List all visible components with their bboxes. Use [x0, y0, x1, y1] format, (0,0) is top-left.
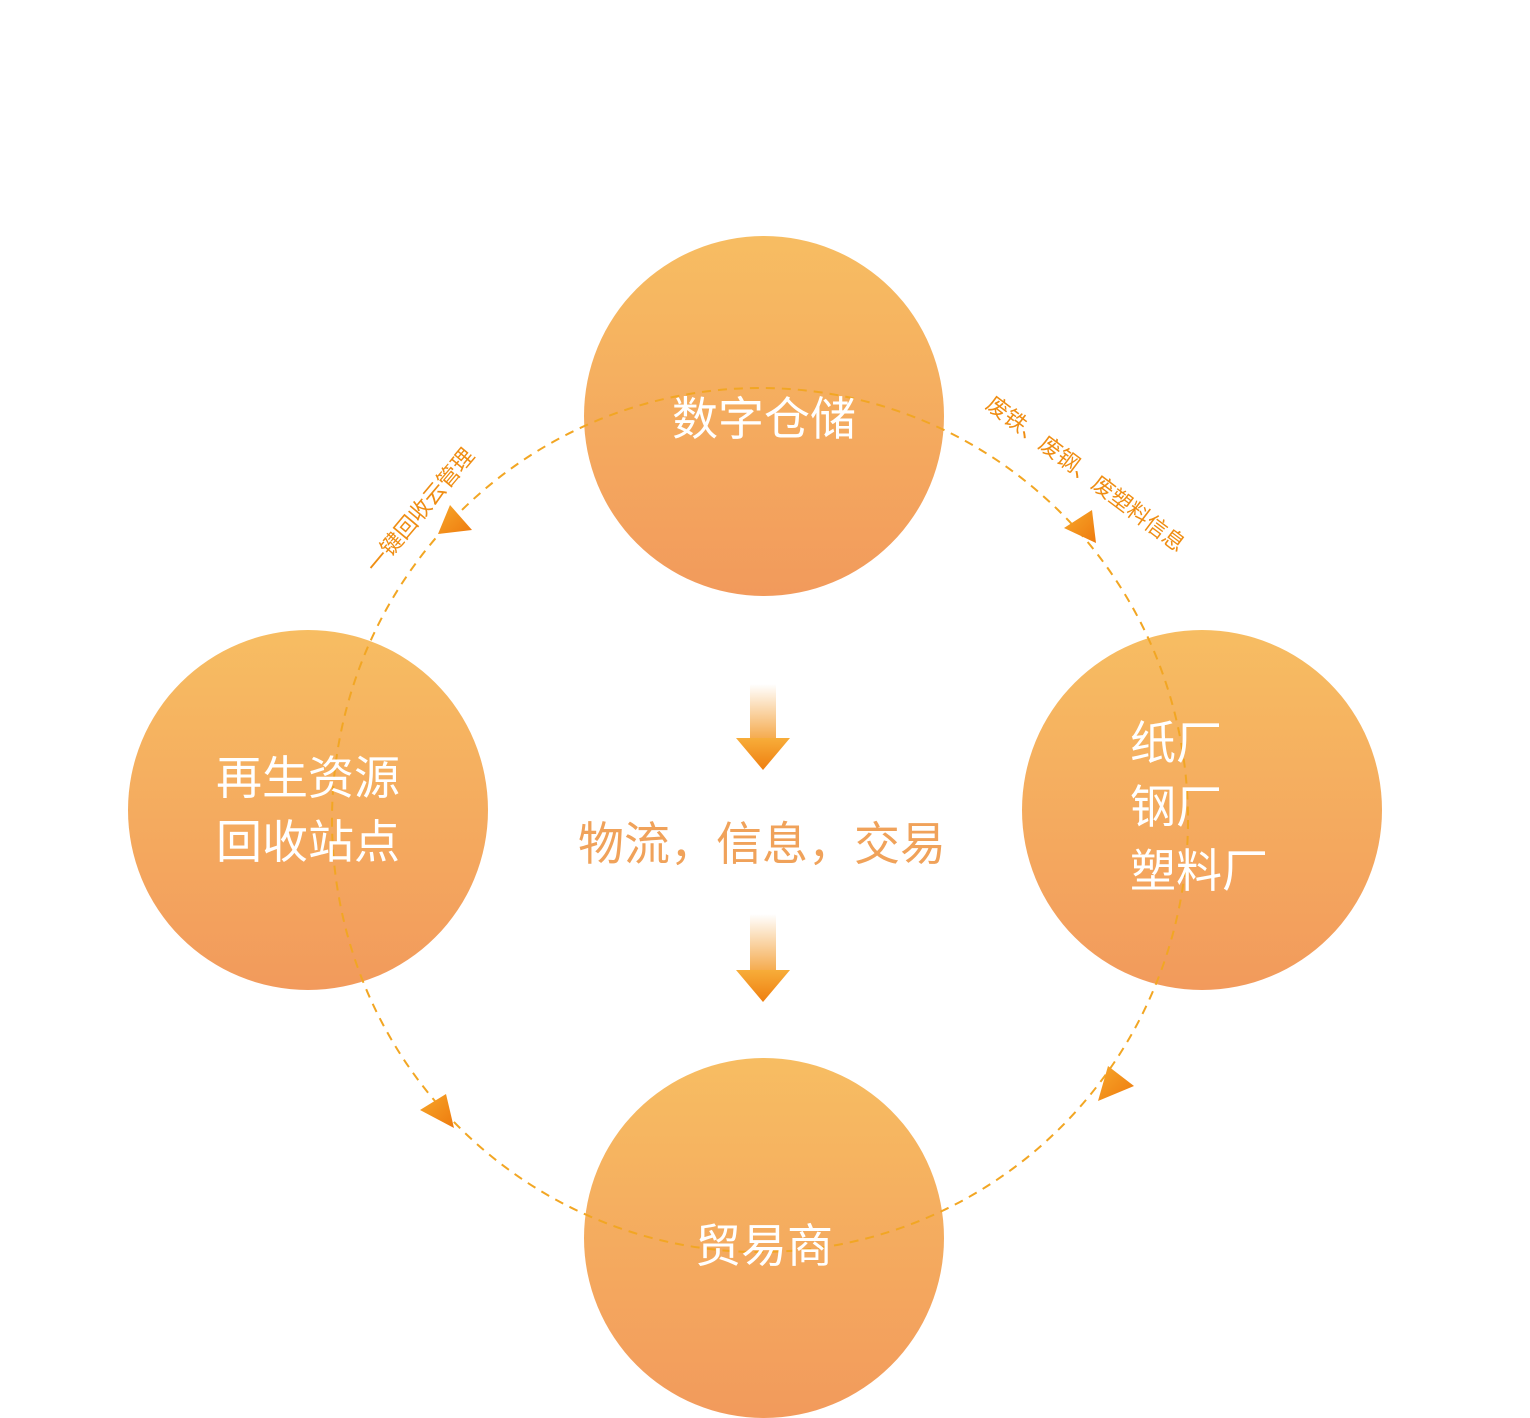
ring-arrow-top-left [438, 505, 472, 534]
node-label-trader: 贸易商 [695, 1219, 833, 1273]
center-down-arrow-lower [736, 914, 790, 1002]
node-label-line: 塑料厂 [1130, 844, 1268, 898]
node-label-recycling-station: 再生资源 回收站点 [208, 746, 408, 874]
center-down-arrow-upper [736, 684, 790, 770]
ring-arrow-bottom-left [420, 1094, 454, 1128]
node-label-line: 钢厂 [1130, 780, 1222, 834]
dashed-cycle-ring [331, 387, 1189, 1253]
node-label-factories: 纸厂 钢厂 塑料厂 [1130, 711, 1330, 903]
node-label-line: 纸厂 [1130, 716, 1222, 770]
node-label-line: 再生资源 [216, 751, 400, 805]
node-circle-trader [584, 1058, 944, 1418]
node-circle-factories [1022, 630, 1382, 990]
center-flow-label: 物流，信息，交易 [578, 817, 946, 871]
node-circle-recycling-station [128, 630, 488, 990]
node-label-line: 回收站点 [216, 815, 400, 869]
node-circle-digital-warehouse [584, 236, 944, 596]
ring-arrow-bottom-right [1098, 1066, 1134, 1101]
node-label-digital-warehouse: 数字仓储 [672, 392, 856, 446]
ring-arrow-top-right [1064, 510, 1096, 543]
